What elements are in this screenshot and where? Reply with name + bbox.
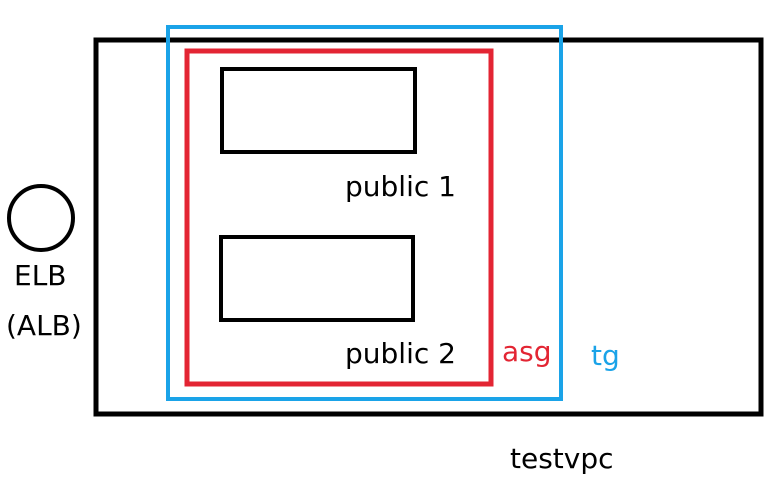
public-subnet-2-label: public 2 <box>345 337 456 370</box>
asg-label: asg <box>502 335 552 368</box>
auto-scaling-group-box <box>184 48 494 387</box>
vpc-box <box>93 37 764 417</box>
public-subnet-2-box <box>219 235 415 322</box>
public-subnet-1-label: public 1 <box>345 170 456 203</box>
target-group-box <box>166 25 563 401</box>
elb-icon <box>7 184 75 252</box>
elb-type-label: (ALB) <box>6 309 82 342</box>
elb-label: ELB <box>14 259 67 292</box>
tg-label: tg <box>591 339 620 372</box>
public-subnet-1-box <box>220 67 417 154</box>
vpc-label: testvpc <box>510 442 614 475</box>
